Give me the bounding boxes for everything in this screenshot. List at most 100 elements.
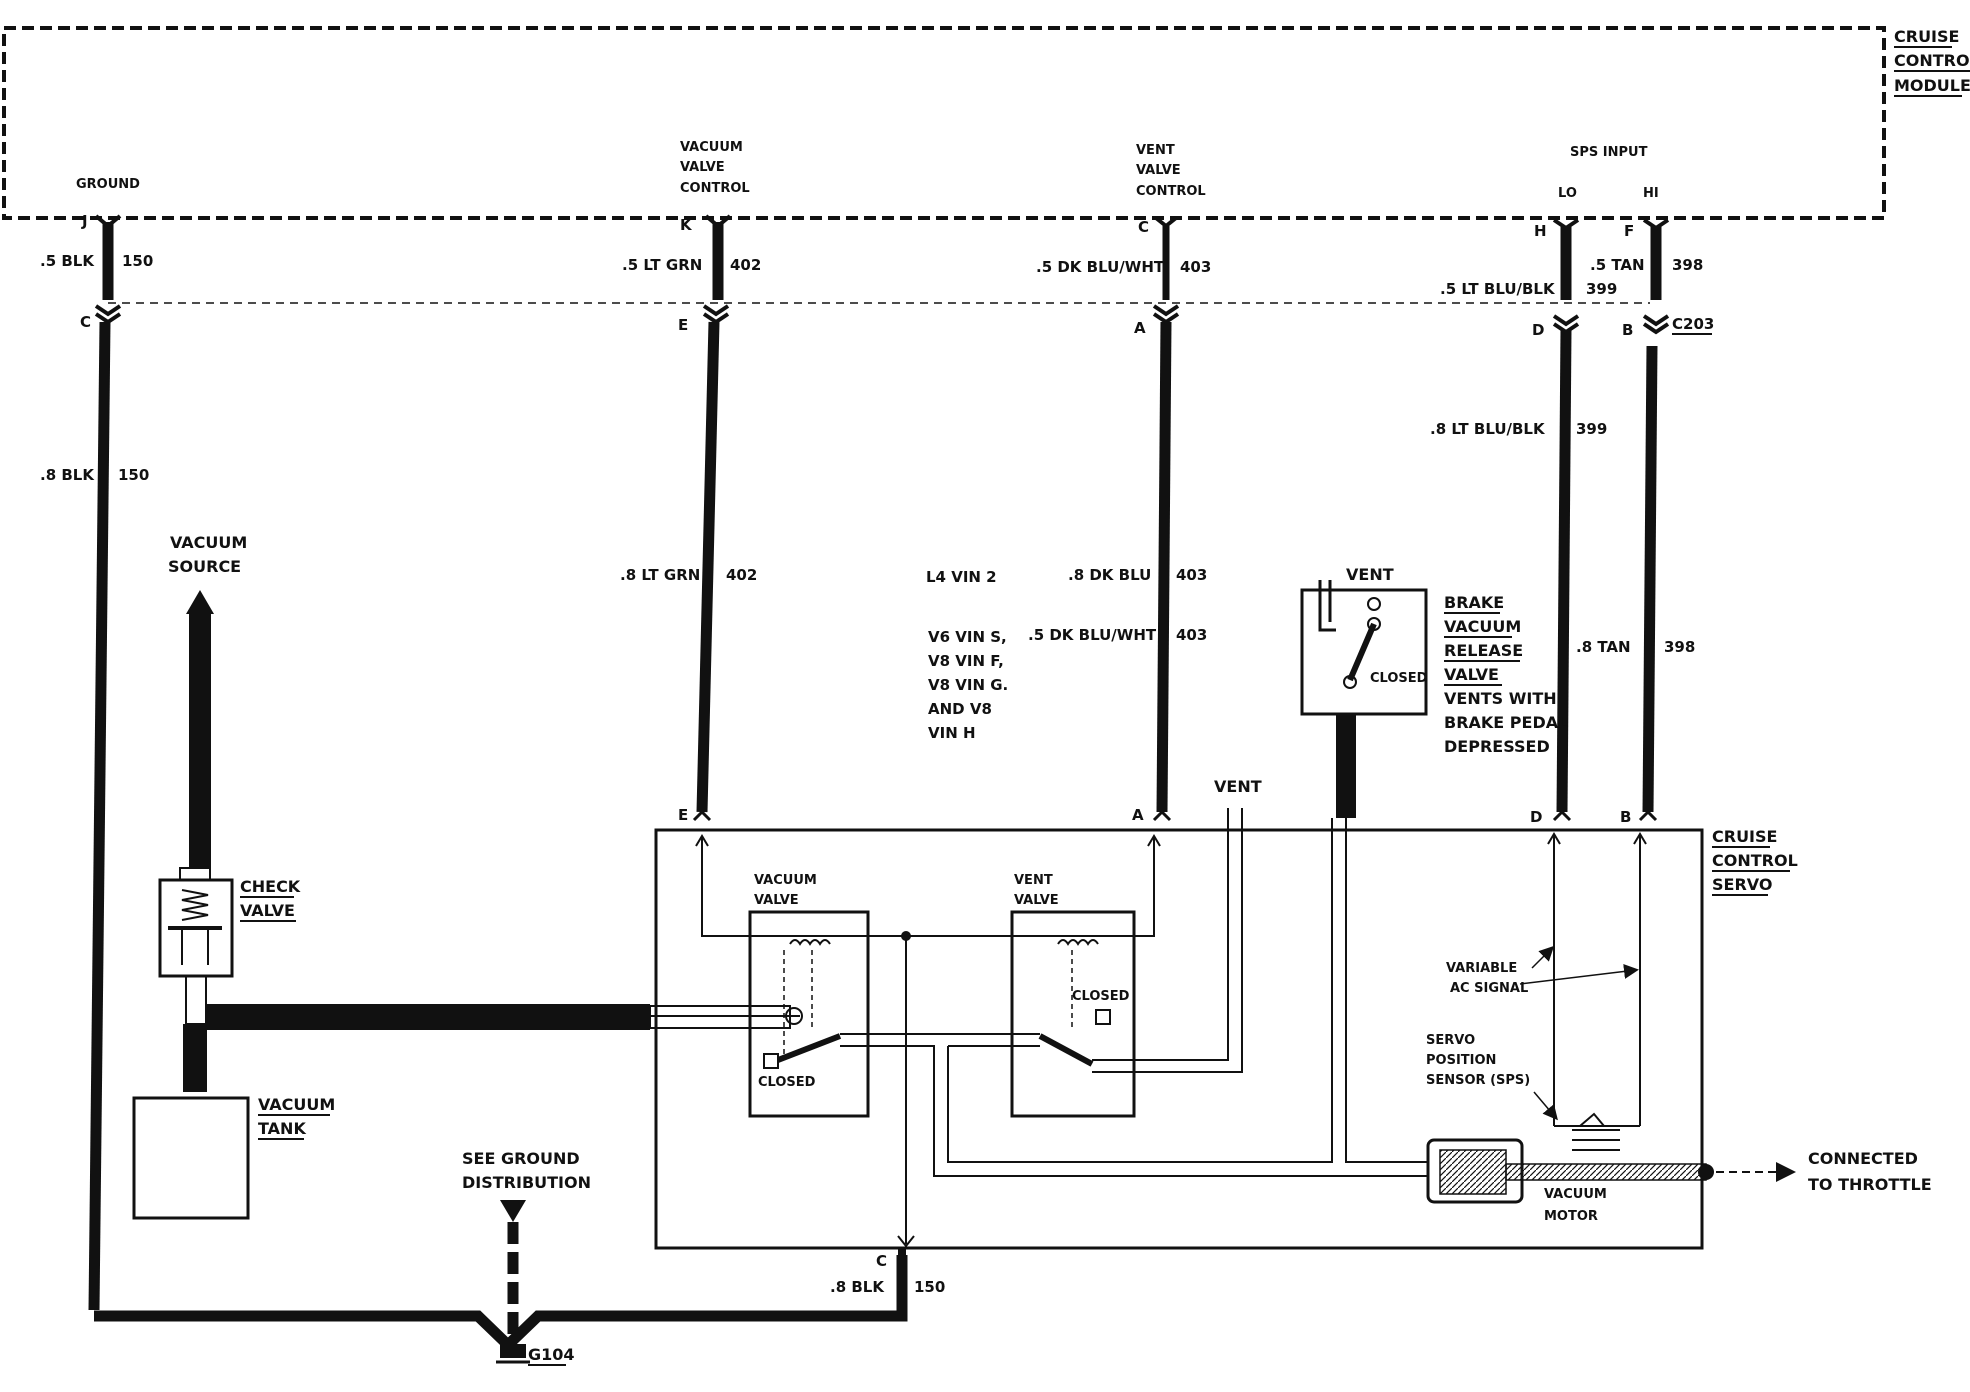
vacuum-control-label-2: VALVE — [680, 160, 725, 175]
see-ground-label-2: DISTRIBUTION — [462, 1173, 591, 1192]
servo-pin-b: B — [1620, 808, 1631, 826]
sps-label-2: POSITION — [1426, 1053, 1496, 1068]
brake-note-2: BRAKE PEDAL — [1444, 713, 1568, 732]
c203-pin-d: D — [1532, 321, 1544, 339]
vent-valve-closed-label: CLOSED — [1072, 989, 1130, 1004]
brake-vent-label: VENT — [1346, 565, 1394, 584]
servo-pin-e: E — [678, 806, 688, 824]
vacuum-hose-to-servo — [206, 1004, 650, 1030]
ground-upper-color: .5 BLK — [40, 252, 95, 270]
sps-label-3: SENSOR (SPS) — [1426, 1073, 1530, 1088]
servo-label-3: SERVO — [1712, 875, 1772, 894]
ground-upper-circuit: 150 — [122, 252, 153, 270]
vacuum-valve-label-1: VACUUM — [754, 873, 817, 888]
vent-control-label-1: VENT — [1136, 143, 1175, 158]
vacuum-motor — [1426, 1138, 1714, 1204]
throttle-label-1: CONNECTED — [1808, 1149, 1918, 1168]
pin-c-module: C — [1138, 218, 1149, 236]
vacuum-source-hose — [189, 612, 211, 868]
connector-c203-label: C203 — [1672, 315, 1714, 333]
servo-pin-d: D — [1530, 808, 1542, 826]
brake-valve-label-2: VACUUM — [1444, 617, 1521, 636]
vacuum-source-assembly: VACUUM SOURCE CHECK VALVE VACUUM TANK — [132, 533, 791, 1220]
sps-lo-label: LO — [1558, 186, 1577, 201]
module-title-line-1: CRUISE — [1894, 27, 1959, 46]
module-title-line-2: CONTROL — [1894, 51, 1970, 70]
note-v6v8-1: V6 VIN S, — [928, 628, 1007, 646]
pin-h: H — [1534, 222, 1547, 240]
pin-k: K — [680, 216, 693, 234]
sps-input-label: SPS INPUT — [1570, 145, 1648, 160]
vacuum-valve — [748, 910, 870, 1118]
ground-point-label: G104 — [528, 1345, 575, 1364]
vent-upper-circuit: 403 — [1180, 258, 1211, 276]
vacuum-source-label-1: VACUUM — [170, 533, 247, 552]
hi-upper-color: .5 TAN — [1590, 256, 1645, 274]
lo-lower-circuit: 399 — [1576, 420, 1607, 438]
vacuum-motor-label-2: MOTOR — [1544, 1209, 1598, 1224]
engine-notes: L4 VIN 2 V6 VIN S, V8 VIN F, V8 VIN G. A… — [926, 568, 1008, 742]
hi-upper-circuit: 398 — [1672, 256, 1703, 274]
check-valve-spring-icon — [181, 889, 209, 921]
lo-upper-circuit: 399 — [1586, 280, 1617, 298]
hi-lower-color: .8 TAN — [1576, 638, 1631, 656]
vacuum-control-label-1: VACUUM — [680, 140, 743, 155]
vent-lower-l4-color: .8 DK BLU — [1068, 566, 1151, 584]
brake-note-1: VENTS WITH — [1444, 689, 1557, 708]
check-valve-label-1: CHECK — [240, 877, 301, 896]
see-ground-label-1: SEE GROUND — [462, 1149, 580, 1168]
throttle-connection: CONNECTED TO THROTTLE — [1716, 1149, 1932, 1194]
vacuum-valve-coil-icon — [789, 939, 831, 946]
sps-sensor — [1572, 1112, 1620, 1151]
ground-lower-color: .8 BLK — [40, 466, 95, 484]
note-v6v8-2: V8 VIN F, — [928, 652, 1004, 670]
vent-lower-v6v8-color: .5 DK BLU/WHT — [1028, 626, 1157, 644]
brake-vacuum-release-valve: VENT CLOSED BRAKE VACUUM RELEASE VALVE V… — [1300, 565, 1568, 818]
servo-ground-circuit: 150 — [914, 1278, 945, 1296]
c203-pin-e: E — [678, 316, 688, 334]
c203-pin-b: B — [1622, 321, 1633, 339]
vacuum-upper-circuit: 402 — [730, 256, 761, 274]
vacuum-valve-closed-label: CLOSED — [758, 1075, 816, 1090]
brake-valve-label-3: RELEASE — [1444, 641, 1523, 660]
note-v6v8-5: VIN H — [928, 724, 976, 742]
note-v6v8-4: AND V8 — [928, 700, 992, 718]
c203-pin-c: C — [80, 313, 91, 331]
servo-pin-c: C — [876, 1252, 887, 1270]
check-valve-label-2: VALVE — [240, 901, 295, 920]
brake-note-3: DEPRESSED — [1444, 737, 1550, 756]
ground-symbol-icon — [496, 1344, 530, 1364]
ground-ref-arrow-icon — [500, 1200, 526, 1222]
wires: .5 BLK 150 .8 BLK 150 .5 LT GRN 402 .8 L… — [40, 214, 1703, 1353]
brake-valve-label-4: VALVE — [1444, 665, 1499, 684]
vent-valve-label-1: VENT — [1014, 873, 1053, 888]
pin-j: J — [81, 212, 88, 230]
vacuum-tank-label-1: VACUUM — [258, 1095, 335, 1114]
vent-valve-coil-icon — [1057, 939, 1099, 946]
vacuum-tank — [132, 1096, 250, 1220]
vacuum-source-label-2: SOURCE — [168, 557, 241, 576]
vent-control-label-2: VALVE — [1136, 163, 1181, 178]
variable-ac-label-2: AC SIGNAL — [1450, 981, 1528, 996]
sps-hi-label: HI — [1643, 186, 1659, 201]
module-outline — [2, 26, 1886, 220]
module-title-line-3: MODULE — [1894, 76, 1970, 95]
vent-upper-color: .5 DK BLU/WHT — [1036, 258, 1165, 276]
connector-c203: C203 C E A D B — [80, 302, 1714, 339]
note-v6v8-3: V8 VIN G. — [928, 676, 1008, 694]
lo-upper-color: .5 LT BLU/BLK — [1440, 280, 1556, 298]
vacuum-tank-label-2: TANK — [258, 1119, 306, 1138]
servo-vent-label: VENT — [1214, 777, 1262, 796]
vent-valve — [1010, 910, 1136, 1118]
servo-ground-color: .8 BLK — [830, 1278, 885, 1296]
ground-pin-label: GROUND — [76, 177, 140, 192]
vent-valve-label-2: VALVE — [1014, 893, 1059, 908]
ground-distribution: SEE GROUND DISTRIBUTION G104 — [462, 1149, 591, 1366]
servo-label-1: CRUISE — [1712, 827, 1777, 846]
vacuum-valve-label-2: VALVE — [754, 893, 799, 908]
brake-valve-label-1: BRAKE — [1444, 593, 1504, 612]
vacuum-upper-color: .5 LT GRN — [622, 256, 702, 274]
throttle-label-2: TO THROTTLE — [1808, 1175, 1932, 1194]
variable-ac-label-1: VARIABLE — [1446, 961, 1517, 976]
